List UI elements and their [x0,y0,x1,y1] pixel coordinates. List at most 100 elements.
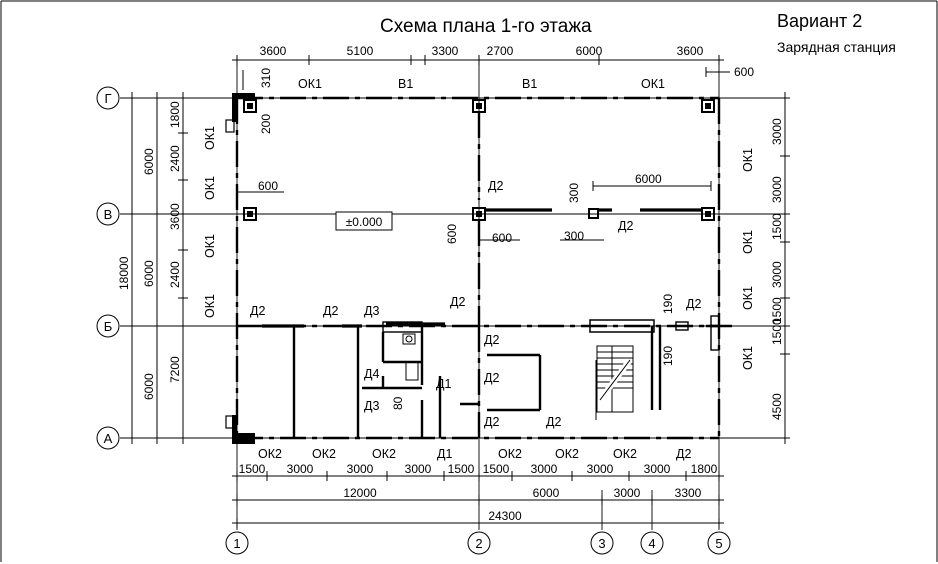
label-d2-b3: Д2 [450,295,465,309]
top-dimension-chain: 3600 5100 3300 2700 6000 3600 310 600 [232,44,754,90]
level-mark: ±0.000 [335,211,393,231]
variant-label: Вариант 2 [777,11,862,31]
opening-labels: ОК1 В1 В1 ОК1 ОК1 ОК1 ОК1 ОК1 ОК1 ОК1 ОК… [203,77,755,461]
subtitle: Зарядная станция [777,39,896,55]
svg-text:3: 3 [598,536,605,551]
axis-bubble-b: Б [96,314,120,338]
dim-bot-3: 3000 [347,462,374,476]
dim-left-18000: 18000 [117,256,131,290]
dim-190-upper: 190 [661,294,675,314]
left-dimension-chains: 18000 6000 6000 6000 1800 2400 3600 2400… [117,92,188,444]
label-ok2-bot-5: ОК2 [555,447,579,461]
label-ok1-right-3: ОК1 [741,286,755,310]
axis-bubble-5: 5 [707,531,731,555]
dim-bot-8: 3000 [587,462,614,476]
dim-left-6000-c: 6000 [142,373,156,400]
dim-top-310: 310 [259,68,273,88]
svg-text:±0.000: ±0.000 [346,215,383,229]
axis-bubble-4: 4 [640,531,664,555]
label-ok1-top-2: ОК1 [641,77,665,91]
svg-text:2: 2 [475,536,482,551]
label-d2-bot: Д2 [676,447,691,461]
svg-text:Г: Г [104,91,111,106]
dim-bot-6000: 6000 [533,486,560,500]
svg-text:Б: Б [104,319,113,334]
dim-bot-10: 1800 [691,462,718,476]
dim-top-600: 600 [734,65,754,79]
dim-top-2: 5100 [347,44,374,58]
label-ok1-right-2: ОК1 [741,230,755,254]
label-d1-bot: Д1 [437,447,452,461]
label-ok1-left-4: ОК1 [203,294,217,318]
dim-200: 200 [259,114,273,134]
dim-300-horiz: 300 [564,229,584,243]
dim-600-right: 600 [492,231,512,245]
label-ok1-right-4: ОК1 [741,346,755,370]
label-d1-mid: Д1 [436,377,451,391]
dim-top-4: 2700 [487,44,514,58]
label-d2-c4: Д2 [546,415,561,429]
label-ok1-top-1: ОК1 [298,77,322,91]
axis-bubble-1: 1 [225,531,249,555]
dim-80: 80 [391,396,405,410]
right-dimension-chain: 3000 3000 1500 3000 1500 1500 4500 [770,92,790,444]
dim-right-1500-c: 1500 [770,318,784,345]
label-ok2-bot-6: ОК2 [613,447,637,461]
dim-left-1800: 1800 [168,101,182,128]
dim-right-4500: 4500 [770,393,784,420]
dim-bot-12000: 12000 [343,486,377,500]
axis-bubble-v: В [96,202,120,226]
label-d2-b2: Д2 [323,304,338,318]
svg-text:В: В [104,207,113,222]
dim-6000-inner: 6000 [635,172,662,186]
dim-bot-3000: 3000 [614,486,641,500]
label-d2-c1: Д2 [484,333,499,347]
label-d3-lower: Д3 [364,399,379,413]
dim-left-6000-a: 6000 [142,148,156,175]
label-b1-top-2: В1 [522,77,537,91]
label-d2-b4: Д2 [686,297,701,311]
label-ok2-bot-2: ОК2 [312,447,336,461]
page-title: Схема плана 1-го этажа [380,16,592,37]
dim-left-3600: 3600 [168,203,182,230]
dim-bot-6: 1500 [483,462,510,476]
label-ok1-left-2: ОК1 [203,176,217,200]
dim-right-3000-c: 3000 [770,261,784,288]
label-ok2-bot-4: ОК2 [498,447,522,461]
dim-bot-2: 3000 [287,462,314,476]
dim-left-6000-b: 6000 [142,260,156,287]
dim-left-7200: 7200 [168,356,182,383]
svg-text:4: 4 [648,536,655,551]
label-ok1-left-1: ОК1 [203,126,217,150]
svg-text:А: А [104,431,113,446]
dim-top-6: 3600 [677,44,704,58]
axis-bubble-a: А [96,426,120,450]
dim-right-3000-a: 3000 [770,118,784,145]
dim-bot-7: 3000 [531,462,558,476]
dim-top-5: 6000 [576,44,603,58]
dim-300-vert: 300 [567,183,581,203]
dim-bot-1: 1500 [239,462,266,476]
dim-top-1: 3600 [260,44,287,58]
label-ok1-right-1: ОК1 [741,148,755,172]
dim-600-left: 600 [258,179,278,193]
dim-left-2400-b: 2400 [168,261,182,288]
label-d2-mid: Д2 [618,219,633,233]
axis-bubble-3: 3 [590,531,614,555]
exterior-walls [225,93,721,444]
dim-bot-9: 3000 [644,462,671,476]
dim-top-3: 3300 [432,44,459,58]
svg-text:1: 1 [233,536,240,551]
label-ok2-bot-3: ОК2 [372,447,396,461]
label-d2-b1: Д2 [250,304,265,318]
axis-bubble-2: 2 [467,531,491,555]
dim-190-lower: 190 [661,346,675,366]
svg-text:5: 5 [715,536,722,551]
dim-bot-4: 3000 [405,462,432,476]
inner-dimensions: 200 600 600 600 300 300 6000 190 190 80 [238,114,712,410]
label-d2-upper: Д2 [488,179,503,193]
label-d4: Д4 [364,367,379,381]
bottom-dimension-chains: 1500 3000 3000 3000 1500 1500 3000 3000 … [232,462,724,528]
label-d2-c3: Д2 [484,415,499,429]
